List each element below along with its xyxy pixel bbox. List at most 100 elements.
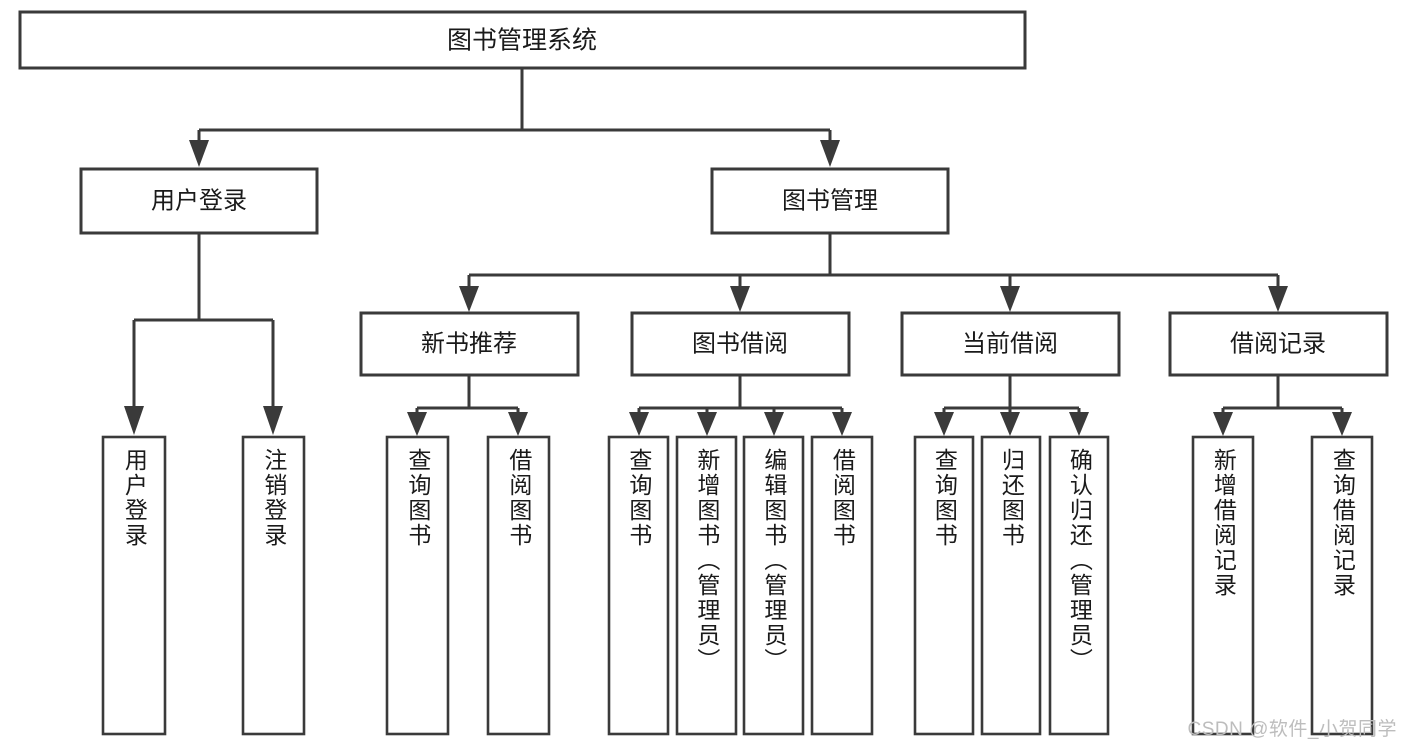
leaf-query-book-3-textwrap: 查询图书 xyxy=(931,448,958,548)
leaf-borrow-book-2[interactable]: 借阅图书 xyxy=(810,435,874,736)
leaf-query-book-3-label: 查询图书 xyxy=(931,448,958,548)
connectors-book-management-to-level3 xyxy=(459,233,1288,312)
leaf-query-book-2-box[interactable] xyxy=(607,435,670,736)
node-user-login[interactable]: 用户登录 xyxy=(79,167,319,235)
leaf-query-book-1[interactable]: 查询图书 xyxy=(385,435,450,736)
leaf-borrow-book-2-box[interactable] xyxy=(810,435,874,736)
leaf-logout-login-box[interactable] xyxy=(241,435,306,736)
leaf-edit-book-textwrap: 编辑图书（管理员） xyxy=(760,448,787,673)
leaf-query-record-label: 查询借阅记录 xyxy=(1329,448,1356,598)
arrowhead-leaf-query-record xyxy=(1332,412,1352,436)
arrowhead-book-management xyxy=(820,140,840,167)
node-root-box[interactable] xyxy=(18,10,1027,70)
arrowhead-leaf-query-book-2 xyxy=(629,412,649,436)
node-borrow-record-box[interactable] xyxy=(1168,311,1389,377)
arrowhead-leaf-user-login xyxy=(124,406,144,435)
leaf-query-book-3-box[interactable] xyxy=(913,435,975,736)
node-book-management-box[interactable] xyxy=(710,167,950,235)
node-user-login-label: 用户登录 xyxy=(151,187,247,214)
node-new-book-recommend[interactable]: 新书推荐 xyxy=(359,311,580,377)
connectors-new-book-recommend-to-leaves xyxy=(407,375,528,436)
connectors-root-to-level2 xyxy=(189,68,840,167)
arrowhead-leaf-borrow-book-2 xyxy=(832,412,852,436)
node-new-book-recommend-label: 新书推荐 xyxy=(421,330,517,357)
leaf-borrow-book-2-textwrap: 借阅图书 xyxy=(829,448,856,548)
leaf-user-login-label: 用户登录 xyxy=(121,448,148,548)
leaf-return-book-box[interactable] xyxy=(980,435,1042,736)
arrowhead-user-login xyxy=(189,140,209,167)
leaf-logout-login-label: 注销登录 xyxy=(260,448,287,548)
leaf-borrow-book-2-label: 借阅图书 xyxy=(829,448,856,548)
leaf-add-record-box[interactable] xyxy=(1191,435,1255,736)
leaf-confirm-return-textwrap: 确认归还（管理员） xyxy=(1066,448,1093,673)
leaf-return-book-textwrap: 归还图书 xyxy=(998,448,1025,548)
arrowhead-book-borrow xyxy=(730,286,750,312)
leaf-user-login[interactable]: 用户登录 xyxy=(101,435,167,736)
leaf-query-book-2[interactable]: 查询图书 xyxy=(607,435,670,736)
arrowhead-leaf-query-book-1 xyxy=(407,412,427,436)
leaf-add-record-label: 新增借阅记录 xyxy=(1210,448,1237,598)
leaf-add-book-textwrap: 新增图书（管理员） xyxy=(693,448,720,673)
node-current-borrow-box[interactable] xyxy=(900,311,1121,377)
arrowhead-current-borrow xyxy=(1000,286,1020,312)
leaf-add-book-box[interactable] xyxy=(675,435,738,736)
leaf-edit-book[interactable]: 编辑图书（管理员） xyxy=(742,435,805,736)
leaf-borrow-book-1-label: 借阅图书 xyxy=(505,448,532,548)
leaf-borrow-book-1-textwrap: 借阅图书 xyxy=(505,448,532,548)
leaf-return-book-label: 归还图书 xyxy=(998,448,1025,548)
leaf-query-book-3[interactable]: 查询图书 xyxy=(913,435,975,736)
node-book-borrow[interactable]: 图书借阅 xyxy=(630,311,851,377)
leaf-logout-login[interactable]: 注销登录 xyxy=(241,435,306,736)
node-book-borrow-box[interactable] xyxy=(630,311,851,377)
node-root-title[interactable]: 图书管理系统 xyxy=(18,10,1027,70)
connectors-user-login-to-leaves xyxy=(124,233,283,435)
node-root-label: 图书管理系统 xyxy=(447,27,597,55)
arrowhead-leaf-edit-book xyxy=(764,412,784,436)
leaf-borrow-book-1-box[interactable] xyxy=(486,435,551,736)
leaf-query-record-textwrap: 查询借阅记录 xyxy=(1329,448,1356,598)
arrowhead-leaf-return-book xyxy=(1000,412,1020,436)
node-book-borrow-label: 图书借阅 xyxy=(692,330,788,357)
arrowhead-new-book-recommend xyxy=(459,286,479,312)
leaf-add-book[interactable]: 新增图书（管理员） xyxy=(675,435,738,736)
arrowhead-leaf-add-record xyxy=(1213,412,1233,436)
leaf-borrow-book-1[interactable]: 借阅图书 xyxy=(486,435,551,736)
arrowhead-borrow-record xyxy=(1268,286,1288,312)
leaf-query-record[interactable]: 查询借阅记录 xyxy=(1310,435,1374,736)
leaf-add-record[interactable]: 新增借阅记录 xyxy=(1191,435,1255,736)
leaf-confirm-return-label: 确认归还（管理员） xyxy=(1066,448,1093,673)
node-book-management-label: 图书管理 xyxy=(782,187,878,214)
leaf-query-book-1-box[interactable] xyxy=(385,435,450,736)
leaf-query-record-box[interactable] xyxy=(1310,435,1374,736)
leaf-user-login-textwrap: 用户登录 xyxy=(121,448,148,548)
leaf-logout-login-textwrap: 注销登录 xyxy=(260,448,287,548)
node-user-login-box[interactable] xyxy=(79,167,319,235)
leaf-add-book-label: 新增图书（管理员） xyxy=(693,448,720,673)
connectors-borrow-record-to-leaves xyxy=(1213,375,1352,436)
arrowhead-leaf-add-book xyxy=(697,412,717,436)
leaf-confirm-return[interactable]: 确认归还（管理员） xyxy=(1048,435,1110,736)
leaf-query-book-1-textwrap: 查询图书 xyxy=(404,448,431,548)
leaf-edit-book-label: 编辑图书（管理员） xyxy=(760,448,787,673)
leaf-user-login-box[interactable] xyxy=(101,435,167,736)
leaf-confirm-return-box[interactable] xyxy=(1048,435,1110,736)
connectors-book-borrow-to-leaves xyxy=(629,375,852,436)
node-book-management[interactable]: 图书管理 xyxy=(710,167,950,235)
node-current-borrow-label: 当前借阅 xyxy=(962,330,1058,357)
csdn-watermark: CSDN @软件_小贺同学 xyxy=(1187,719,1397,740)
node-new-book-recommend-box[interactable] xyxy=(359,311,580,377)
arrowhead-leaf-logout-login xyxy=(263,406,283,435)
arrowhead-leaf-borrow-book-1 xyxy=(508,412,528,436)
leaf-query-book-1-label: 查询图书 xyxy=(404,448,431,548)
node-current-borrow[interactable]: 当前借阅 xyxy=(900,311,1121,377)
arrowhead-leaf-confirm-return xyxy=(1069,412,1089,436)
arrowhead-leaf-query-book-3 xyxy=(934,412,954,436)
node-borrow-record[interactable]: 借阅记录 xyxy=(1168,311,1389,377)
leaf-add-record-textwrap: 新增借阅记录 xyxy=(1210,448,1237,598)
leaf-return-book[interactable]: 归还图书 xyxy=(980,435,1042,736)
connectors-current-borrow-to-leaves xyxy=(934,375,1089,436)
node-borrow-record-label: 借阅记录 xyxy=(1230,330,1326,357)
leaf-edit-book-box[interactable] xyxy=(742,435,805,736)
